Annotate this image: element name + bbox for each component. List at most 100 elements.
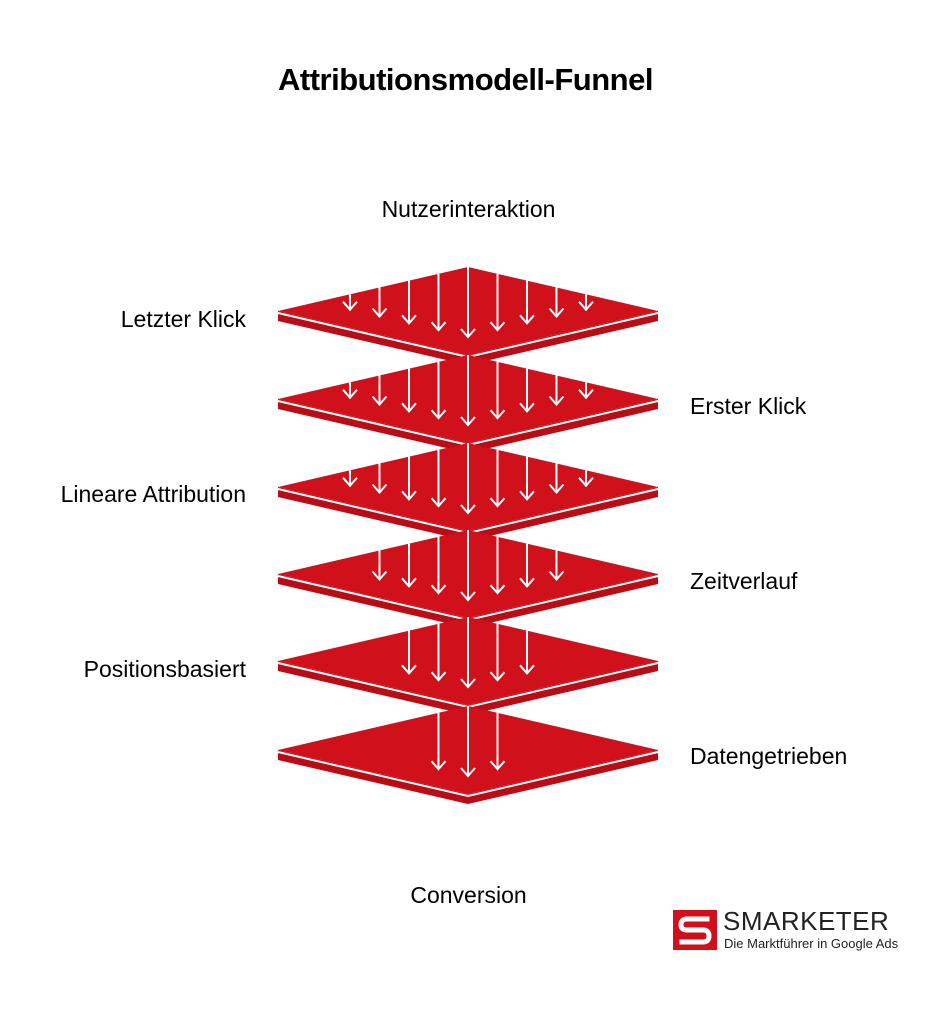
arrow-head <box>401 490 417 501</box>
down-arrow <box>371 287 388 319</box>
arrow-head <box>548 307 565 319</box>
arrow-head <box>489 409 506 420</box>
arrow-head <box>489 760 506 771</box>
arrow-head <box>430 409 447 420</box>
arrow-head <box>578 477 594 488</box>
down-arrow <box>489 536 506 595</box>
down-arrow <box>489 449 506 508</box>
arrow-head <box>489 584 506 595</box>
down-arrow <box>401 543 417 588</box>
page-title: Attributionsmodell-Funnel <box>278 62 653 97</box>
down-arrow <box>489 273 506 332</box>
down-arrow <box>430 712 447 771</box>
layer-label-erster-klick: Erster Klick <box>690 393 807 419</box>
arrow-head <box>371 570 388 582</box>
down-arrow <box>578 382 594 400</box>
arrow-head <box>578 301 594 312</box>
down-arrow <box>548 287 565 319</box>
arrow-head <box>548 483 565 495</box>
down-arrow <box>371 550 388 582</box>
down-arrow <box>460 267 476 339</box>
layer-label-lineare-attribution: Lineare Attribution <box>60 481 246 507</box>
arrow-head <box>401 314 417 325</box>
arrow-head <box>342 301 358 312</box>
funnel-layer <box>277 267 659 365</box>
down-arrow <box>371 463 388 495</box>
arrow-head <box>401 402 417 413</box>
arrow-head <box>519 577 535 588</box>
down-arrow <box>548 375 565 407</box>
arrow-head <box>460 328 476 339</box>
arrow-head <box>519 314 535 325</box>
arrow-head <box>489 671 506 682</box>
arrow-head <box>578 389 594 400</box>
down-arrow <box>460 706 476 778</box>
arrow-head <box>460 678 476 689</box>
arrow-head <box>430 760 447 771</box>
down-arrow <box>401 630 417 675</box>
arrow-head <box>371 307 388 319</box>
arrow-head <box>430 584 447 595</box>
down-arrow <box>548 463 565 495</box>
down-arrow <box>489 623 506 682</box>
arrow-head <box>460 504 476 515</box>
arrow-head <box>371 395 388 407</box>
arrow-head <box>342 389 358 400</box>
arrow-head <box>342 477 358 488</box>
arrow-head <box>489 321 506 332</box>
layer-label-letzter-klick: Letzter Klick <box>120 306 246 332</box>
down-arrow <box>342 294 358 312</box>
down-arrow <box>460 530 476 602</box>
arrow-head <box>460 416 476 427</box>
arrow-head <box>548 570 565 582</box>
arrow-head <box>519 664 535 675</box>
smarketer-logo-icon <box>673 910 717 950</box>
down-arrow <box>430 449 447 508</box>
top-label: Nutzerinteraktion <box>381 196 556 222</box>
layer-label-zeitverlauf: Zeitverlauf <box>690 568 798 594</box>
funnel-layer <box>277 617 659 715</box>
down-arrow <box>430 536 447 595</box>
down-arrow <box>430 273 447 332</box>
down-arrow <box>578 470 594 488</box>
logo-name: SMARKETER <box>723 906 890 936</box>
arrow-head <box>371 483 388 495</box>
down-arrow <box>519 368 535 413</box>
down-arrow <box>519 543 535 588</box>
arrow-head <box>460 591 476 602</box>
down-arrow <box>578 294 594 312</box>
down-arrow <box>371 375 388 407</box>
arrow-head <box>489 497 506 508</box>
arrow-head <box>519 490 535 501</box>
arrow-head <box>401 577 417 588</box>
arrow-head <box>430 497 447 508</box>
down-arrow <box>430 361 447 420</box>
arrow-head <box>519 402 535 413</box>
smarketer-logo: SMARKETER Die Marktführer in Google Ads <box>673 906 913 952</box>
down-arrow <box>548 550 565 582</box>
funnel-layer <box>277 706 659 804</box>
arrow-head <box>430 671 447 682</box>
layer-label-datengetrieben: Datengetrieben <box>690 743 848 769</box>
down-arrow <box>519 456 535 501</box>
down-arrow <box>460 355 476 427</box>
down-arrow <box>401 368 417 413</box>
layer-label-positionsbasiert: Positionsbasiert <box>83 656 246 682</box>
down-arrow <box>342 382 358 400</box>
arrow-head <box>430 321 447 332</box>
arrow-head <box>401 664 417 675</box>
down-arrow <box>460 443 476 515</box>
down-arrow <box>401 456 417 501</box>
down-arrow <box>342 470 358 488</box>
funnel-layer <box>277 530 659 628</box>
down-arrow <box>401 280 417 325</box>
funnel-layer <box>277 355 659 453</box>
down-arrow <box>430 623 447 682</box>
funnel-layer <box>277 443 659 541</box>
down-arrow <box>489 712 506 771</box>
logo-tagline: Die Marktführer in Google Ads <box>724 936 899 951</box>
arrow-head <box>548 395 565 407</box>
layer-front-edge <box>277 751 659 798</box>
down-arrow <box>519 630 535 675</box>
